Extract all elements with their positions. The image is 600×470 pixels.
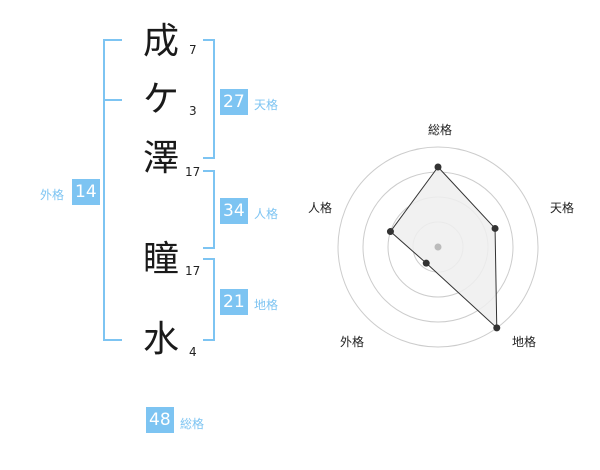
tenkaku-bracket — [203, 39, 215, 159]
soukaku-label: 総格 — [180, 417, 205, 431]
tenkaku-label: 天格 — [254, 98, 279, 112]
axis-label-gaikaku: 外格 — [340, 334, 364, 349]
name-char-5: 水 — [142, 319, 179, 360]
stroke-count-1: 7 — [189, 43, 197, 57]
name-char-2: ケ — [142, 79, 179, 120]
radar-point-5 — [386, 228, 394, 236]
radar-point-4 — [422, 259, 430, 267]
name-char-1: 成 — [142, 21, 179, 62]
axis-label-soukaku: 総格 — [428, 122, 452, 137]
stroke-count-5: 4 — [189, 345, 197, 359]
radar-area — [389, 166, 498, 330]
axis-label-jinkaku: 人格 — [308, 200, 332, 215]
soukaku-value: 48 — [146, 407, 174, 433]
chikaku-label: 地格 — [254, 298, 279, 312]
stroke-count-4: 17 — [185, 264, 201, 278]
chikaku-value: 21 — [220, 289, 248, 315]
radar-point-1 — [434, 163, 442, 171]
gaikaku-bracket — [103, 39, 122, 341]
name-char-3: 澤 — [142, 138, 179, 179]
radar-chart: 総格 天格 地格 外格 人格 — [308, 122, 574, 349]
stroke-count-2: 3 — [189, 104, 197, 118]
jinkaku-value: 34 — [220, 198, 248, 224]
tenkaku-value: 27 — [220, 89, 248, 115]
radar-point-3 — [493, 324, 501, 332]
gaikaku-label: 外格 — [40, 188, 65, 202]
radar-center-dot — [434, 243, 442, 251]
radar-point-2 — [491, 224, 499, 232]
axis-label-chikaku: 地格 — [512, 334, 536, 349]
jinkaku-bracket — [203, 170, 215, 249]
name-char-4: 瞳 — [142, 239, 179, 280]
radar-ring — [337, 146, 539, 348]
radar-points — [386, 163, 501, 332]
gaikaku-value: 14 — [72, 179, 100, 205]
axis-label-tenkaku: 天格 — [550, 200, 574, 215]
chikaku-bracket — [203, 258, 215, 341]
jinkaku-label: 人格 — [254, 207, 279, 221]
stroke-count-3: 17 — [185, 165, 201, 179]
